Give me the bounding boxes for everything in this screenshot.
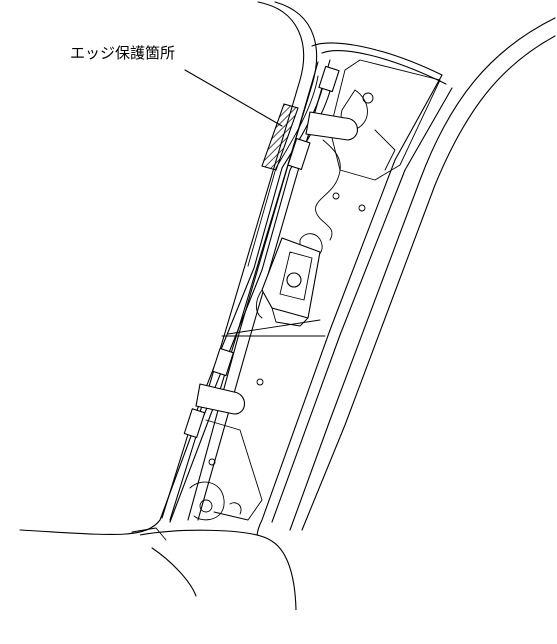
lower-pillar-contours xyxy=(189,319,326,521)
edge-protection-area xyxy=(261,103,299,171)
body-panel-outline xyxy=(19,1,447,536)
pillar-right-edge xyxy=(256,17,556,549)
callout-label: エッジ保護箇所 xyxy=(70,44,175,62)
lower-harness-clip xyxy=(183,347,246,439)
center-bracket xyxy=(255,237,321,327)
bottom-cover xyxy=(131,527,297,611)
callout: エッジ保護箇所 xyxy=(70,44,283,127)
upper-harness-clip xyxy=(287,65,358,171)
callout-leader-line xyxy=(184,69,283,127)
